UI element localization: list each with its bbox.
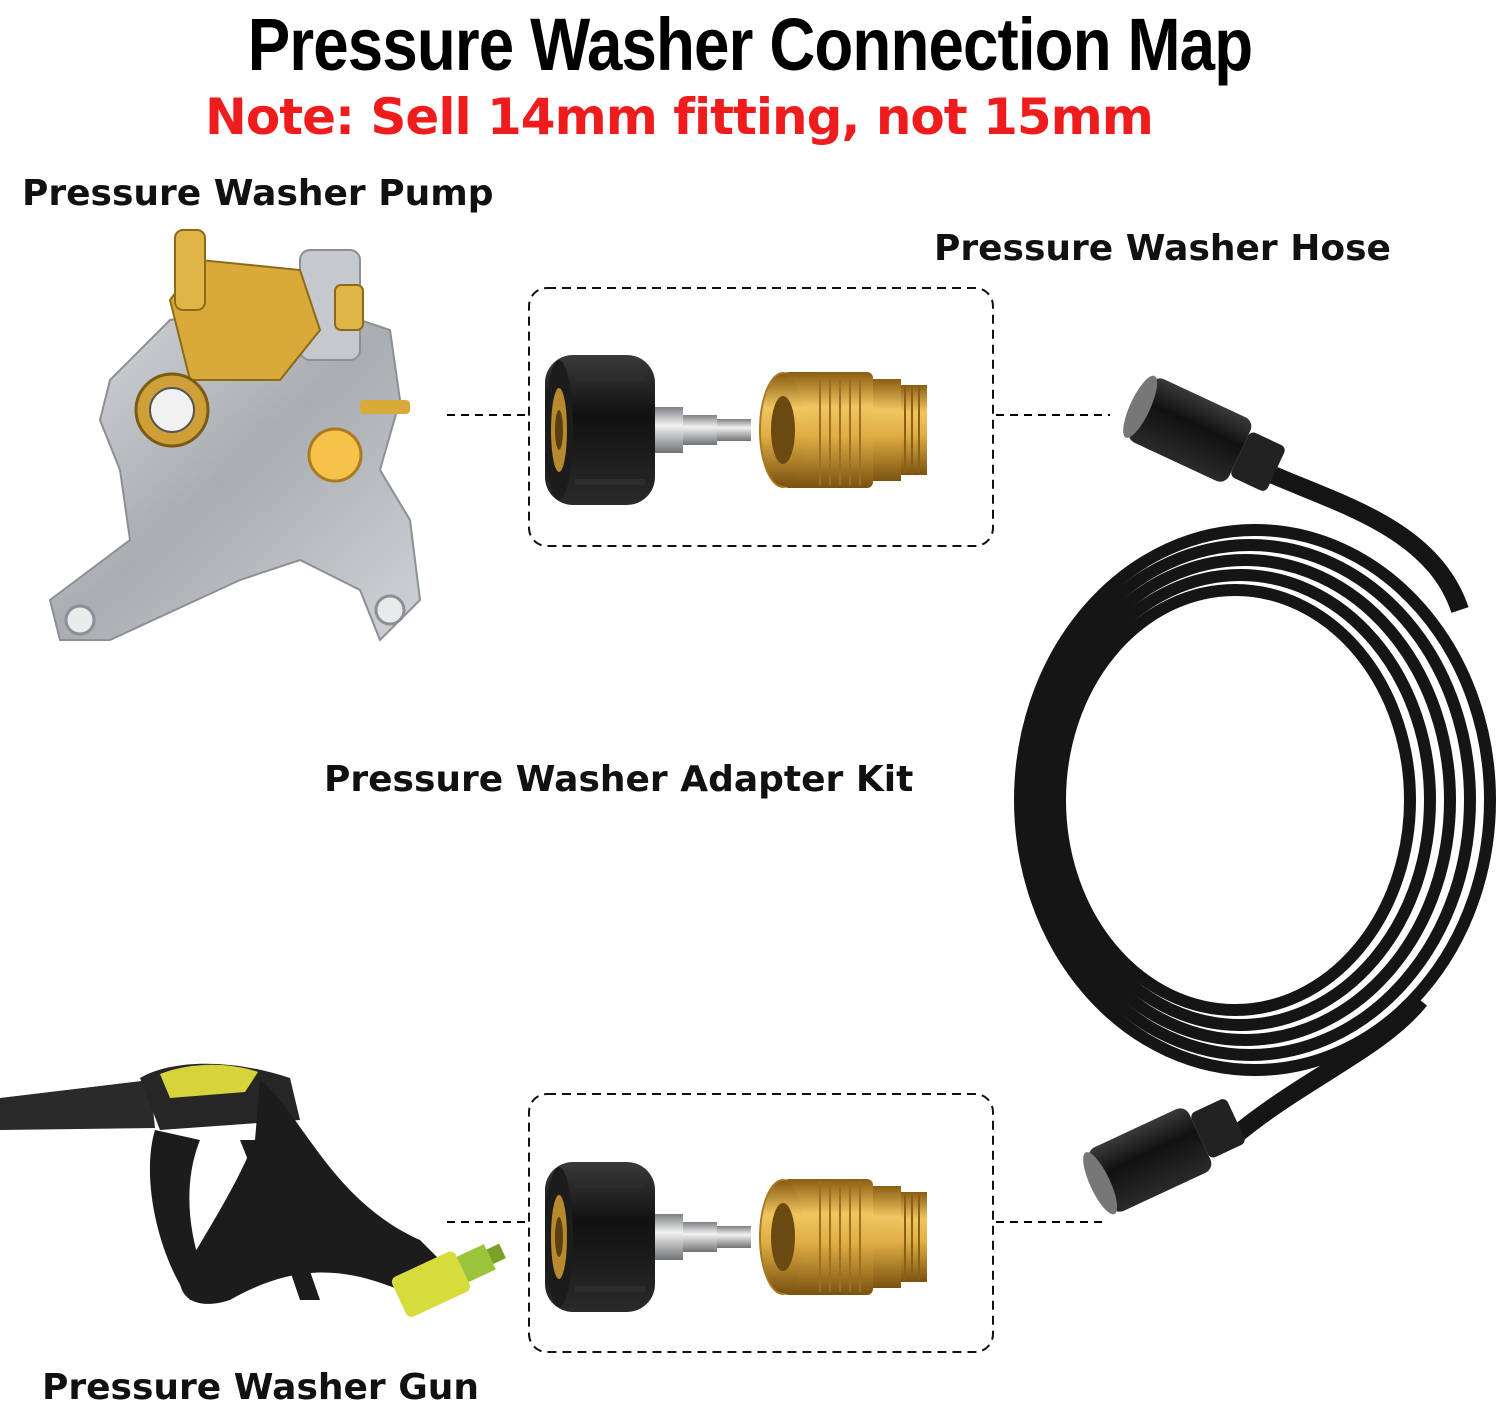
gun-label: Pressure Washer Gun: [42, 1367, 480, 1408]
quick-connect-adapter-icon: [544, 354, 928, 506]
coiled-hose-icon: [1014, 375, 1496, 1215]
top-adapter-box: [528, 287, 994, 547]
adapter-kit-label: Pressure Washer Adapter Kit: [324, 759, 914, 800]
bottom-adapter-box: [528, 1093, 994, 1353]
top-adapter-group: [447, 287, 1110, 547]
pump-label: Pressure Washer Pump: [22, 173, 494, 214]
bottom-adapter-group: [447, 1093, 1105, 1353]
quick-connect-adapter-icon: [544, 1161, 928, 1313]
fitting-note: Note: Sell 14mm fitting, not 15mm: [205, 88, 1154, 146]
page-title: Pressure Washer Connection Map: [247, 3, 1253, 86]
spray-gun-icon: [0, 1063, 506, 1317]
pressure-washer-pump-icon: [48, 229, 422, 642]
hose-label: Pressure Washer Hose: [934, 228, 1391, 269]
